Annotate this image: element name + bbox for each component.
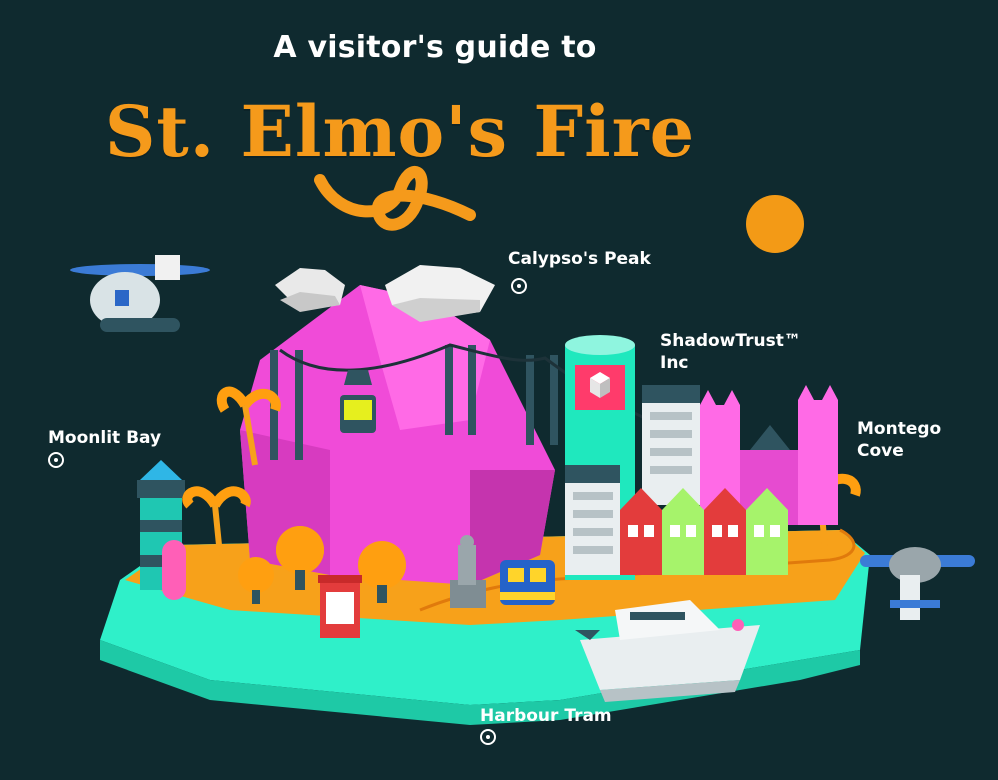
location-pin-icon[interactable] <box>48 452 64 468</box>
helicopter-icon <box>70 255 210 332</box>
cloud-icon <box>385 265 495 322</box>
location-label-calypsos-peak: Calypso's Peak <box>508 249 651 269</box>
surfboard-icon <box>162 540 186 600</box>
office-building <box>565 465 620 575</box>
sun-icon <box>746 195 804 253</box>
phone-booth-icon <box>318 575 362 638</box>
page-title: St. Elmo's Fire <box>104 90 696 173</box>
location-label-montego-cove: Montego Cove <box>857 419 942 461</box>
location-label-moonlit-bay: Moonlit Bay <box>48 428 162 448</box>
tree-icon <box>238 557 274 604</box>
office-building <box>642 385 700 505</box>
cloud-icon <box>275 268 345 312</box>
tree-icon <box>276 526 324 590</box>
plane-icon <box>860 547 975 620</box>
tram-icon <box>500 560 555 605</box>
mountain-calypsos-peak <box>240 285 555 585</box>
location-label-harbour-tram: Harbour Tram <box>480 706 612 726</box>
statue-icon <box>450 535 486 608</box>
page-subtitle: A visitor's guide to <box>273 30 597 65</box>
location-pin-icon[interactable] <box>511 278 527 294</box>
row-houses <box>620 488 788 575</box>
location-pin-icon[interactable] <box>480 729 496 745</box>
cable-car-icon <box>340 370 376 433</box>
location-label-shadowtrust-inc: ShadowTrust™ Inc <box>660 331 801 373</box>
palm-tree-icon <box>182 486 251 556</box>
title-flourish-icon <box>314 166 476 231</box>
yacht-icon <box>575 600 760 702</box>
tree-icon <box>358 541 406 603</box>
palm-tree-icon <box>216 386 281 466</box>
